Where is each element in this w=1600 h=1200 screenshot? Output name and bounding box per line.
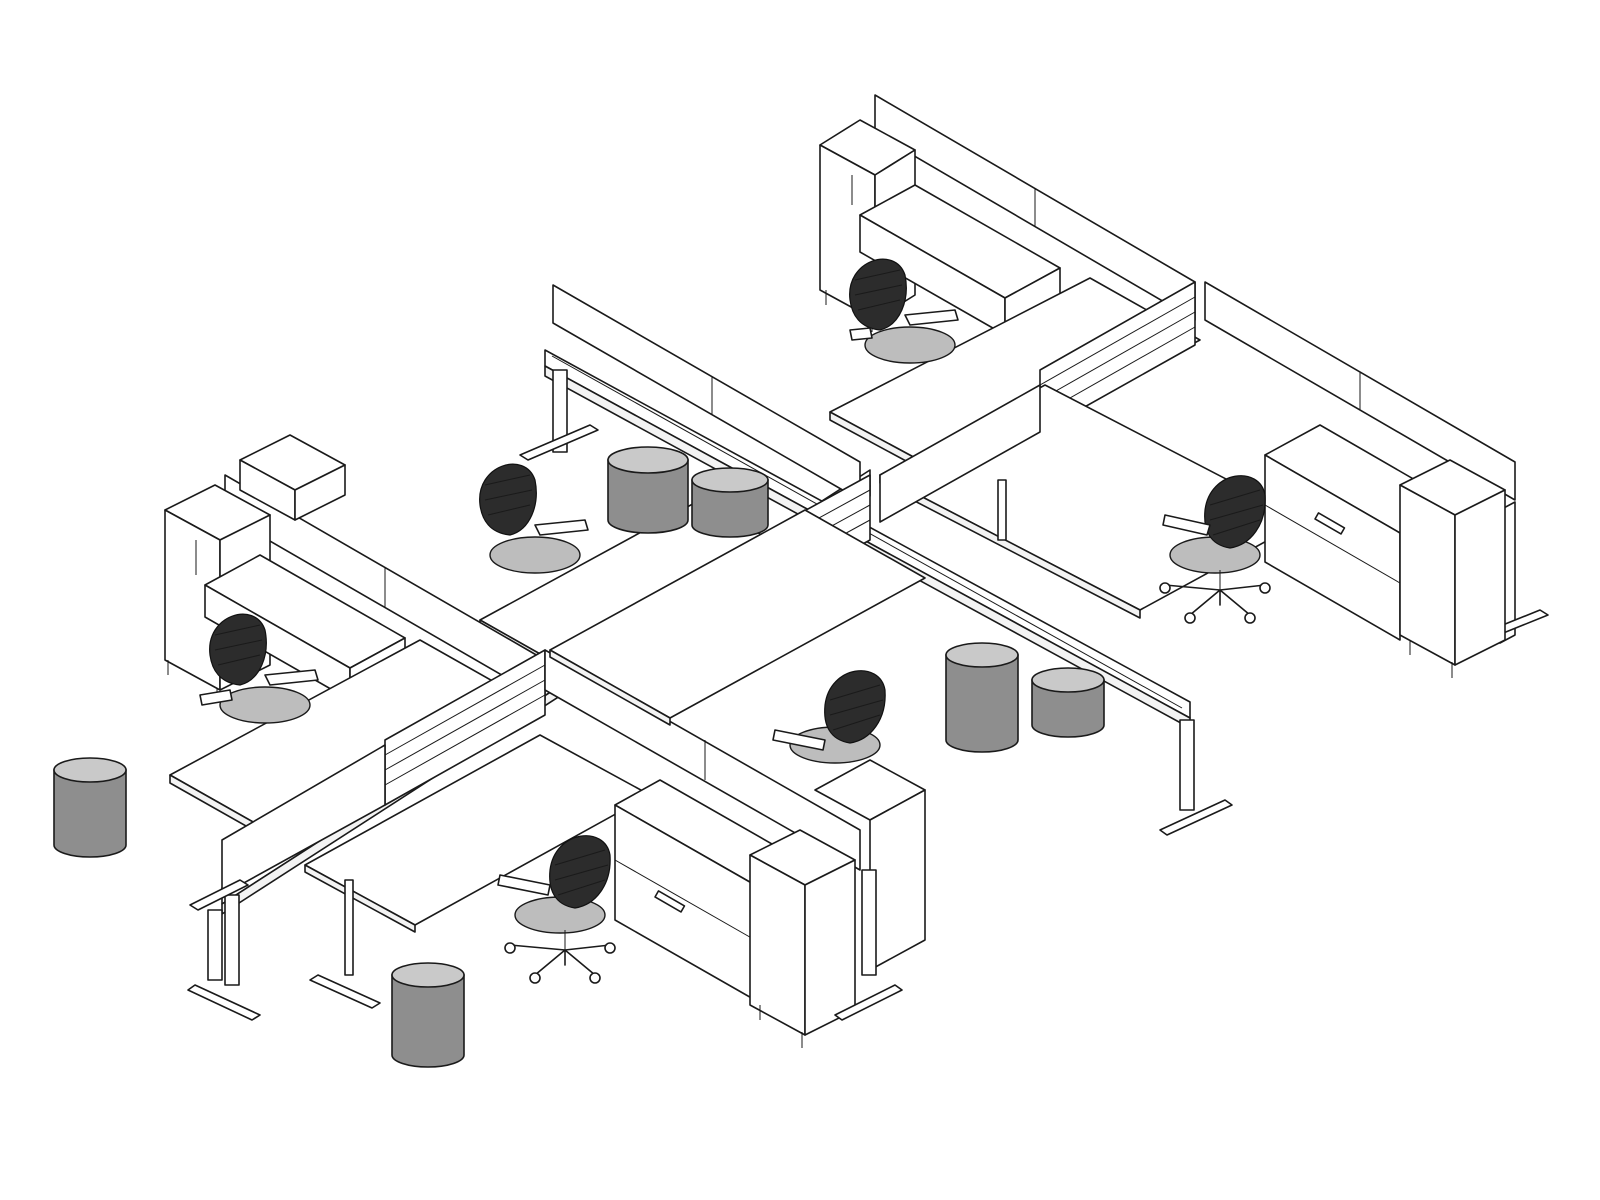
ottoman-body [607,459,689,534]
chair-mesh-back [1204,475,1266,549]
ottoman-5 [945,642,1019,753]
ottoman-group [53,446,1105,1068]
ottoman-body [53,769,127,858]
ottoman-top [607,446,689,474]
ottoman-body [391,974,465,1068]
ottoman-top [1031,667,1105,693]
chair-4 [1159,475,1271,624]
ottoman-4 [691,467,769,538]
ottoman-body [1031,679,1105,738]
chair-2 [479,463,589,574]
chair-mesh-back [209,613,267,686]
ottoman-3 [607,446,689,534]
ottoman-2 [391,962,465,1068]
ottoman-body [945,654,1019,753]
ottoman-6 [1031,667,1105,738]
ottoman-top [53,757,127,783]
chair-6 [497,835,616,984]
chair-mesh-back [549,835,611,909]
ottoman-top [391,962,465,988]
ottoman-top [945,642,1019,668]
chair-mesh-back [479,463,537,536]
chair-5 [772,670,886,764]
chair-mesh-back [824,670,886,744]
spine-legs [189,719,1233,981]
chair-mesh-back [849,258,907,331]
ws-center-bottom [187,509,926,1048]
ottoman-top [691,467,769,493]
ottoman-body [691,479,769,538]
chair-1 [849,258,959,364]
ottoman-1 [53,757,127,858]
privacy-panel [544,649,861,871]
front-screen [221,744,386,896]
chair-3 [199,613,319,724]
